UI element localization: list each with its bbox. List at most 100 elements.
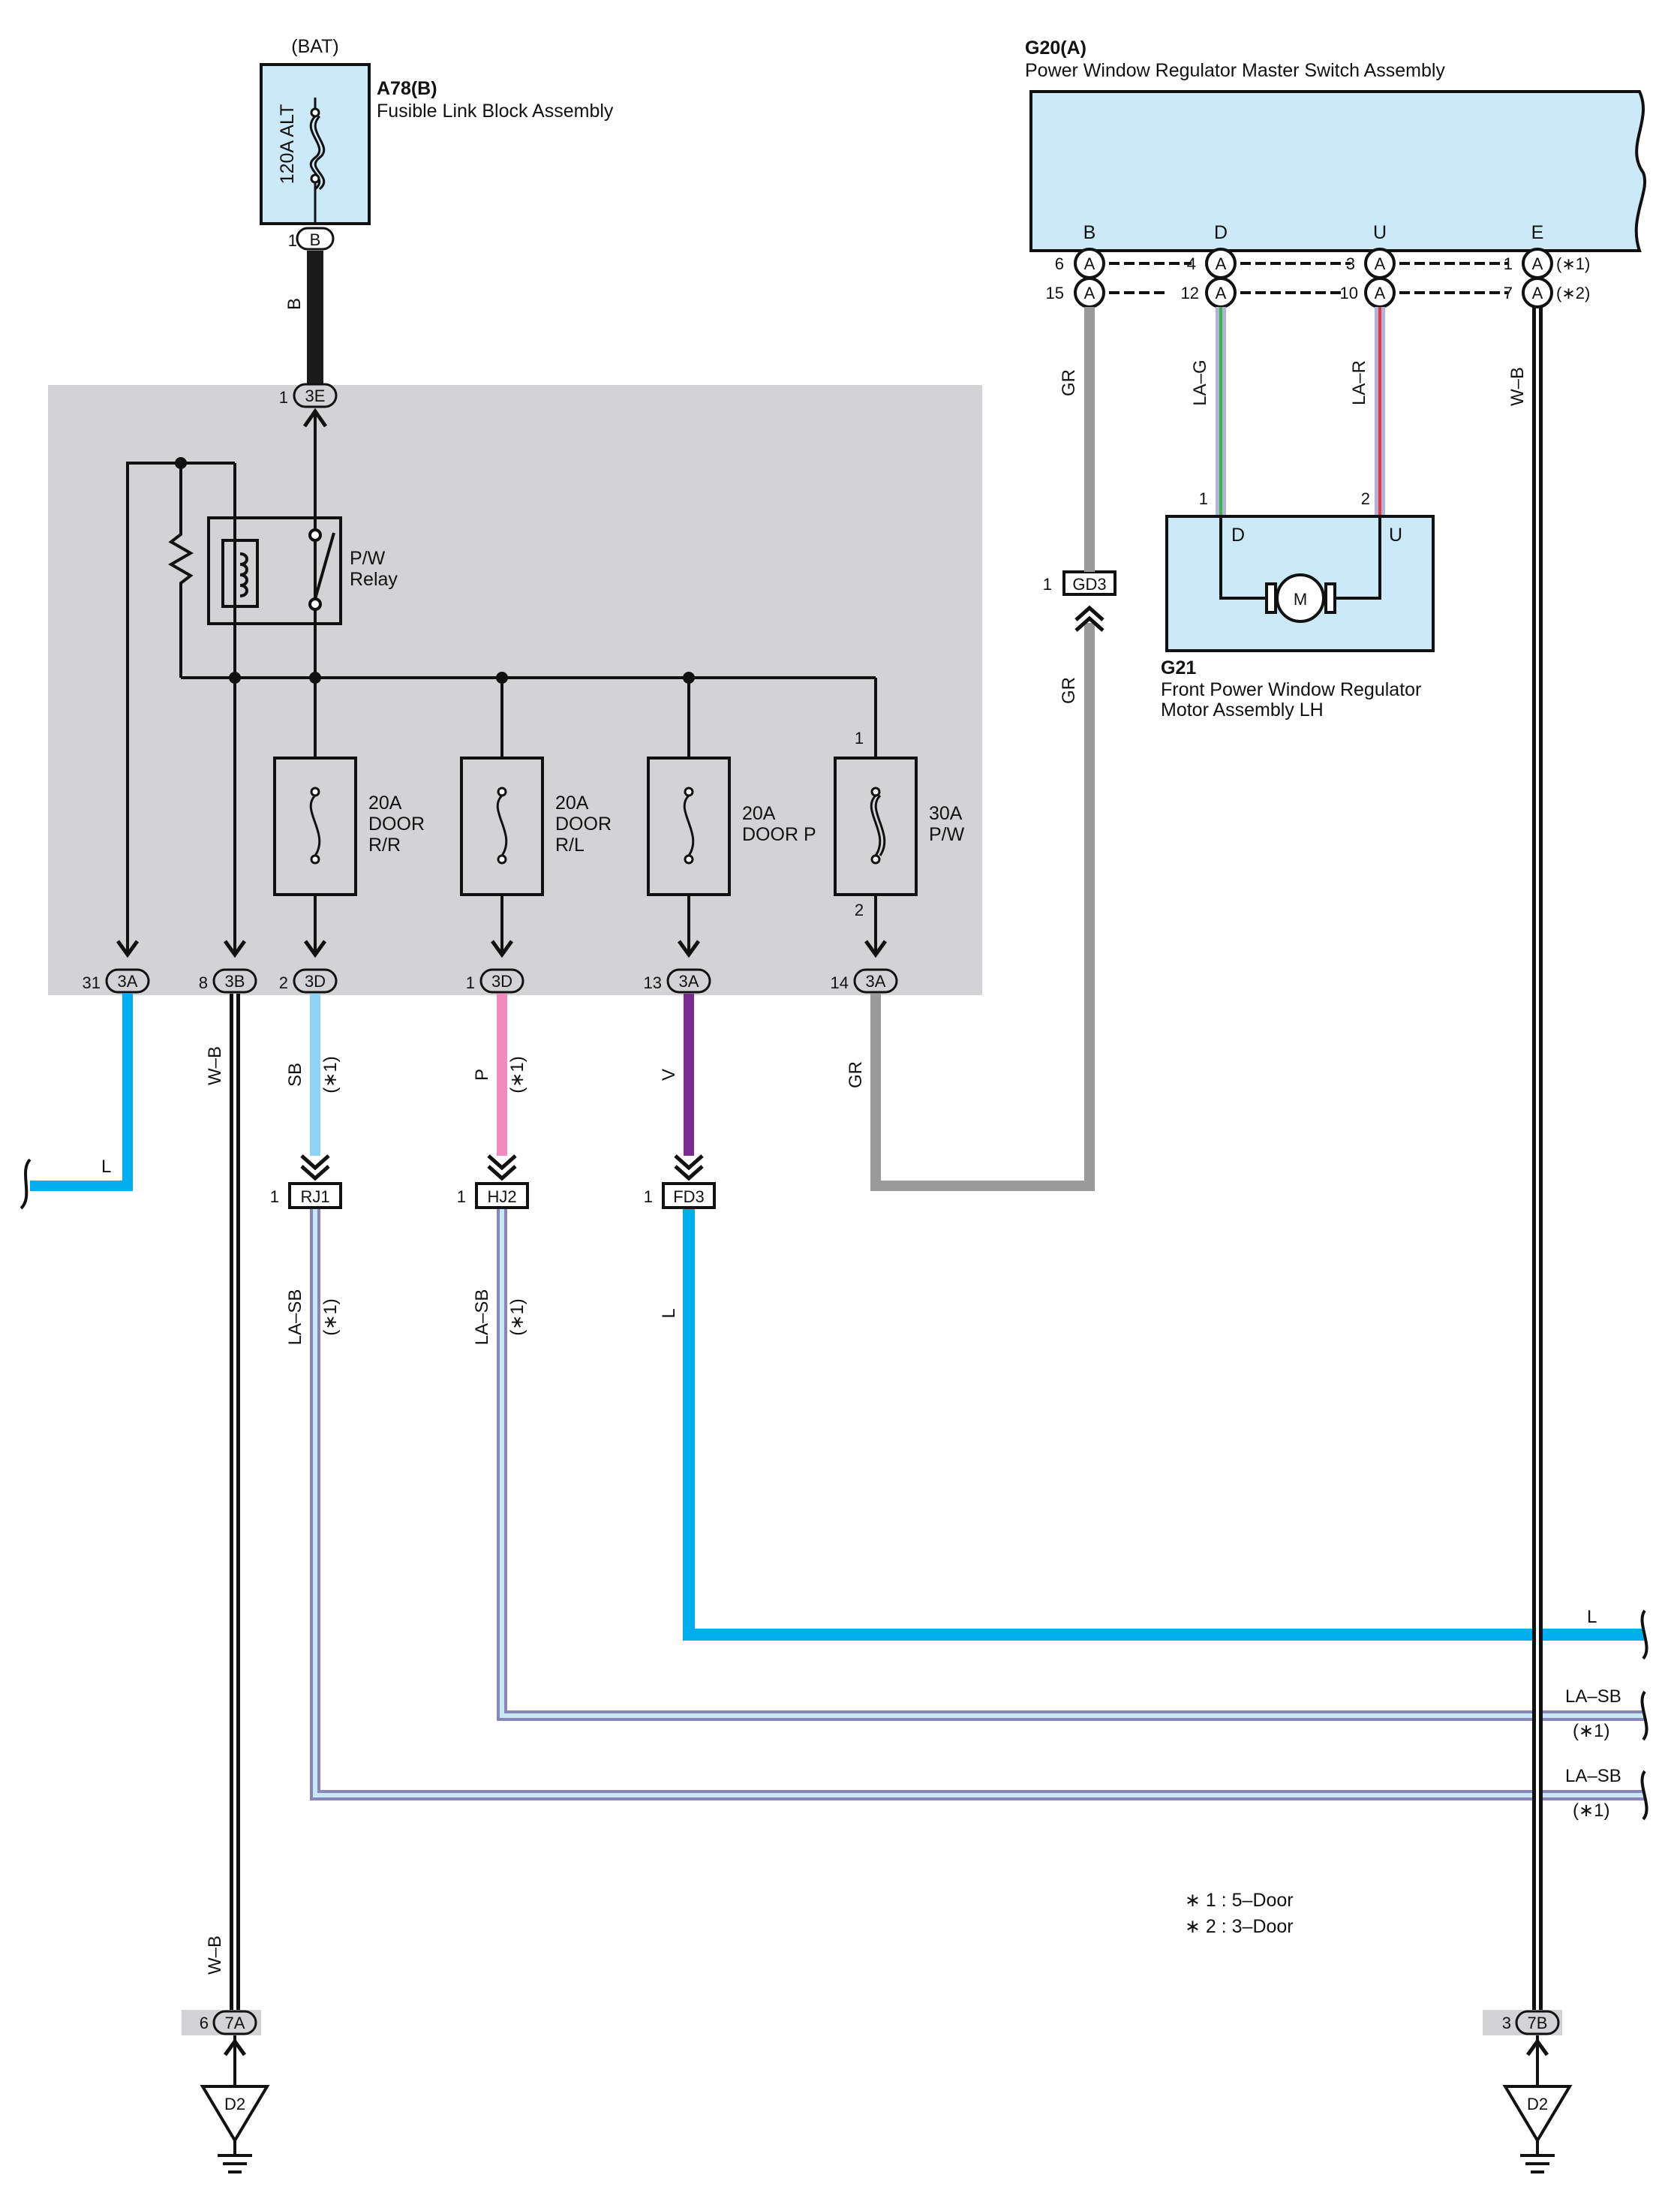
fuse-door-p bbox=[647, 757, 731, 896]
svg-text:A: A bbox=[1084, 254, 1095, 273]
master-switch-code: G20(A) bbox=[1025, 38, 1086, 59]
wire-l-label: L bbox=[659, 1308, 679, 1318]
master-switch-term-b: B bbox=[1083, 222, 1096, 243]
fuse-pw-amp: 30A bbox=[929, 803, 963, 824]
fuse-door-p-amp: 20A bbox=[742, 803, 776, 824]
motor-code: G21 bbox=[1161, 657, 1196, 678]
wire-p-note: (∗1) bbox=[507, 1056, 527, 1093]
connector-3e: 3E bbox=[293, 383, 338, 408]
junction-block bbox=[48, 385, 982, 995]
fuse-door-rl-l3: R/L bbox=[555, 835, 585, 856]
svg-text:D2: D2 bbox=[1527, 2095, 1548, 2113]
ground-7a-connector: 7A bbox=[212, 2010, 257, 2035]
svg-text:3A: 3A bbox=[679, 972, 699, 991]
wire-la-sb-rj1-label: LA–SB bbox=[285, 1289, 305, 1346]
svg-text:A: A bbox=[1375, 284, 1386, 302]
svg-text:4: 4 bbox=[1187, 254, 1196, 273]
fuse-pw-pin-bottom: 2 bbox=[855, 901, 864, 919]
ground-7a-pin: 6 bbox=[200, 2014, 209, 2032]
wire-v-label: V bbox=[659, 1069, 679, 1081]
svg-text:M: M bbox=[1294, 590, 1307, 609]
bottom-connectors: 31 3A 8 3B 2 3D 1 3D 13 3A 14 3A bbox=[83, 968, 898, 994]
master-switch-pins-row2: 15 A 12 A 10 A 7 A (∗2) bbox=[1046, 277, 1590, 308]
connector-3e-pin: 1 bbox=[279, 388, 288, 407]
wire-la-sb-hj2-label: LA–SB bbox=[472, 1289, 492, 1346]
wire-la-sb-hj2-note: (∗1) bbox=[507, 1298, 527, 1335]
master-switch-term-d: D bbox=[1214, 222, 1228, 243]
svg-text:3D: 3D bbox=[491, 972, 512, 991]
fuse-pw-pin-top: 1 bbox=[855, 729, 864, 748]
fusible-link-name: Fusible Link Block Assembly bbox=[377, 101, 614, 122]
motor-pin-2: 2 bbox=[1361, 489, 1370, 508]
fuse-door-rr-l3: R/R bbox=[368, 835, 401, 856]
motor-name-2: Motor Assembly LH bbox=[1161, 699, 1324, 720]
fusible-link-connector: B bbox=[296, 227, 335, 251]
svg-text:B: B bbox=[310, 230, 321, 249]
ground-7b-arrow bbox=[1525, 2038, 1549, 2056]
master-switch-pin-links bbox=[1109, 262, 1508, 294]
svg-text:A: A bbox=[1084, 284, 1095, 302]
right-wire-breaks bbox=[1640, 1609, 1648, 1821]
wire-l bbox=[683, 1209, 1645, 1641]
svg-text:15: 15 bbox=[1046, 284, 1064, 302]
master-switch-term-e: E bbox=[1531, 222, 1544, 243]
fuse-door-rr bbox=[273, 757, 357, 896]
ground-7b-connector: 7B bbox=[1515, 2010, 1560, 2035]
wire-gr-loop bbox=[870, 623, 1095, 1191]
internal-wiring bbox=[126, 462, 877, 955]
svg-text:3B: 3B bbox=[225, 972, 245, 991]
svg-text:6: 6 bbox=[1055, 254, 1064, 273]
note-1: ∗ 1 : 5–Door bbox=[1185, 1890, 1294, 1911]
wire-la-sb-hj2-right-note: (∗1) bbox=[1573, 1721, 1609, 1741]
wire-wb-left-label-2: W–B bbox=[205, 1936, 225, 1975]
svg-text:3E: 3E bbox=[305, 387, 326, 405]
svg-text:1: 1 bbox=[1504, 254, 1513, 273]
svg-text:A: A bbox=[1532, 254, 1543, 273]
inline-connector-fd3: 1 FD3 bbox=[644, 1182, 716, 1209]
fuse-door-rl bbox=[460, 757, 544, 896]
svg-text:GD3: GD3 bbox=[1072, 575, 1106, 594]
wire-l-right-label: L bbox=[1587, 1607, 1597, 1627]
svg-text:FD3: FD3 bbox=[673, 1187, 705, 1206]
bat-label: (BAT) bbox=[291, 36, 338, 57]
svg-text:HJ2: HJ2 bbox=[487, 1187, 516, 1206]
motor-term-u: U bbox=[1389, 525, 1402, 546]
relay-switch-icon bbox=[308, 528, 335, 611]
motor-wire-d bbox=[1219, 518, 1270, 600]
master-switch-term-u: U bbox=[1373, 222, 1387, 243]
ground-icon-right: D2 bbox=[1502, 2085, 1573, 2173]
motor-wire-u bbox=[1332, 518, 1381, 600]
wire-la-sb-hj2-right-label: LA–SB bbox=[1565, 1686, 1621, 1707]
svg-text:1: 1 bbox=[457, 1187, 466, 1206]
motor-icon: M bbox=[1265, 573, 1336, 623]
wire-sb-label: SB bbox=[285, 1063, 305, 1087]
svg-text:(∗2): (∗2) bbox=[1556, 284, 1590, 302]
wire-gr-loop-label: GR bbox=[846, 1061, 866, 1088]
svg-text:7B: 7B bbox=[1528, 2014, 1548, 2032]
wire-la-r-label: LA–R bbox=[1349, 360, 1369, 405]
fusible-link-pin: 1 bbox=[288, 231, 297, 250]
wire-la-sb-rj1 bbox=[310, 1209, 1645, 1800]
fuse-door-rr-l2: DOOR bbox=[368, 814, 425, 835]
svg-text:8: 8 bbox=[199, 973, 208, 992]
fuse-pw-l2: P/W bbox=[929, 824, 965, 845]
inline-connector-gd3: 1 GD3 bbox=[1043, 570, 1116, 596]
wire-l-left-break bbox=[20, 1158, 32, 1210]
motor-name-1: Front Power Window Regulator bbox=[1161, 679, 1421, 700]
svg-text:1: 1 bbox=[1043, 575, 1052, 594]
svg-text:A: A bbox=[1375, 254, 1386, 273]
fuse-door-p-l2: DOOR P bbox=[742, 824, 816, 845]
svg-text:14: 14 bbox=[831, 973, 849, 992]
wire-l-left bbox=[30, 994, 133, 1191]
junction-dots bbox=[175, 457, 695, 684]
fuse-door-rl-amp: 20A bbox=[555, 793, 589, 814]
wire-gr-switch-label: GR bbox=[1059, 369, 1079, 396]
inline-connector-rj1: 1 RJ1 bbox=[270, 1182, 342, 1209]
wire-la-g-label: LA–G bbox=[1190, 359, 1210, 405]
wire-gr-loop-label-2: GR bbox=[1059, 677, 1079, 704]
wire-la-sb-rj1-right-label: LA–SB bbox=[1565, 1766, 1621, 1786]
svg-text:A: A bbox=[1532, 284, 1543, 302]
svg-text:3D: 3D bbox=[305, 972, 326, 991]
svg-text:3A: 3A bbox=[118, 972, 138, 991]
